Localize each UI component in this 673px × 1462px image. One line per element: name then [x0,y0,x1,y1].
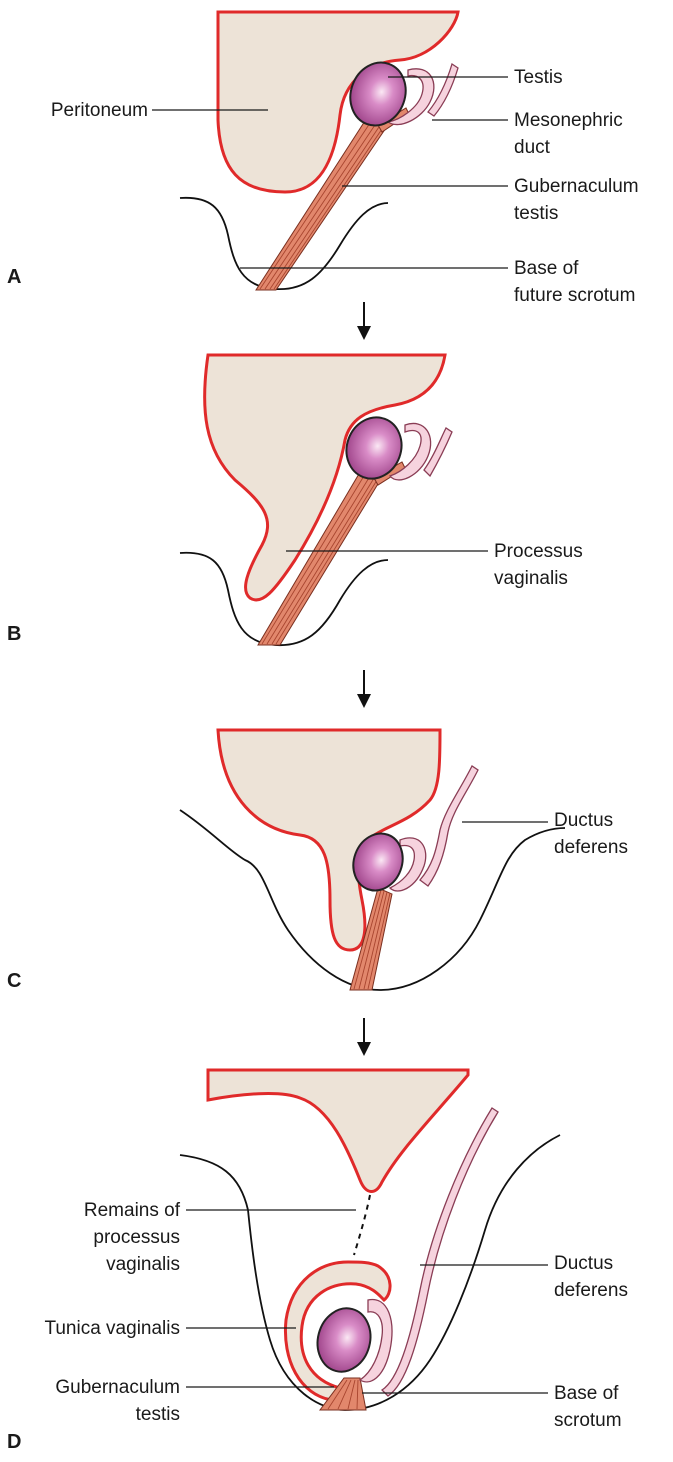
label-remains-line2: processus [93,1227,180,1248]
label-ductus-deferens-d-line2: deferens [554,1280,628,1301]
panel-b: B Processus vaginalis [7,355,583,645]
panel-letter-b: B [7,623,21,645]
label-tunica-vaginalis: Tunica vaginalis [44,1318,180,1339]
label-testis: Testis [514,67,563,88]
label-processus-vaginalis-line1: Processus [494,541,583,562]
label-remains-line1: Remains of [84,1200,181,1221]
panel-letter-d: D [7,1431,21,1453]
testis-d [311,1302,378,1377]
label-processus-vaginalis-line2: vaginalis [494,568,568,589]
label-gubernaculum-d-line2: testis [136,1404,180,1425]
label-base-scrotum-line2: scrotum [554,1410,622,1431]
panel-a: A Peritoneum Testis Mesonephric duct Gub… [7,12,639,306]
peritoneum-d [208,1070,468,1192]
arrow-b-to-c [357,670,371,708]
panel-letter-a: A [7,266,21,288]
remains-processus-vaginalis-dashed [354,1195,370,1255]
label-base-future-scrotum-line2: future scrotum [514,285,635,306]
label-gubernaculum-d-line1: Gubernaculum [55,1377,180,1398]
label-mesonephric-duct-line2: duct [514,137,551,158]
panel-d: D Remains of processus vaginalis Tunica … [7,1070,628,1453]
panel-letter-c: C [7,970,21,992]
arrow-c-to-d [357,1018,371,1056]
arrow-a-to-b [357,302,371,340]
label-ductus-deferens-c-line1: Ductus [554,810,613,831]
label-remains-line3: vaginalis [106,1254,180,1275]
label-ductus-deferens-c-line2: deferens [554,837,628,858]
label-gubernaculum-a-line1: Gubernaculum [514,176,639,197]
label-ductus-deferens-d-line1: Ductus [554,1253,613,1274]
label-mesonephric-duct-line1: Mesonephric [514,110,623,131]
label-base-future-scrotum-line1: Base of [514,258,579,279]
label-peritoneum: Peritoneum [51,100,148,121]
label-base-scrotum-line1: Base of [554,1383,619,1404]
panel-c: C Ductus deferens [7,730,628,992]
label-gubernaculum-a-line2: testis [514,203,558,224]
